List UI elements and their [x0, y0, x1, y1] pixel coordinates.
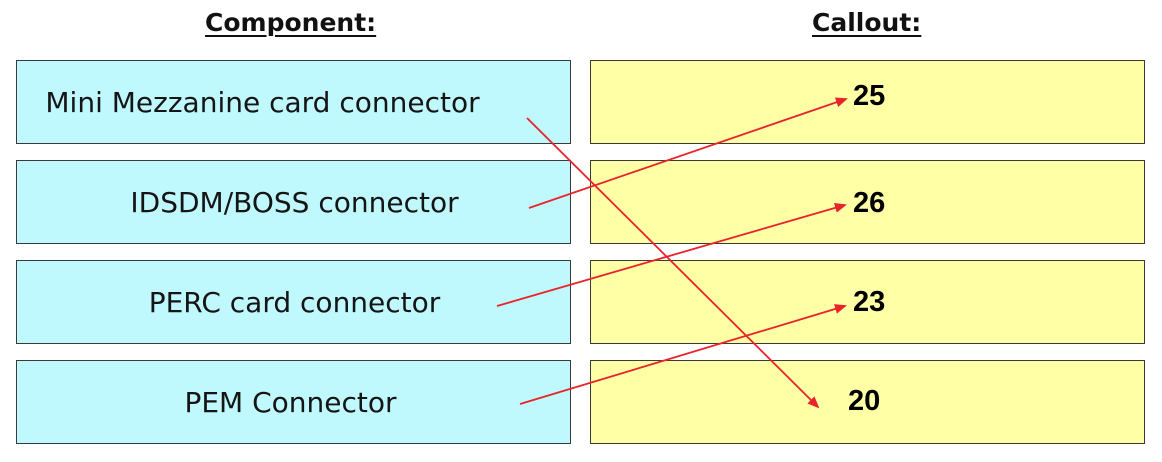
callout-header: Callout: [812, 8, 922, 37]
component-label: Mini Mezzanine card connector [45, 85, 480, 119]
arrow-perc-to-26 [496, 202, 847, 307]
component-box-pem: PEM Connector [16, 360, 571, 444]
callout-box-4 [590, 360, 1145, 444]
callout-box-2 [590, 160, 1145, 244]
component-label: PERC card connector [148, 285, 441, 319]
component-header: Component: [205, 8, 377, 37]
arrow-mini-mezzanine-to-20 [526, 117, 820, 409]
callout-number-26: 26 [853, 187, 886, 219]
component-label: IDSDM/BOSS connector [130, 185, 459, 219]
callout-number-20: 20 [848, 385, 881, 417]
arrow-idsdm-boss-to-25 [528, 97, 848, 209]
component-box-idsdm-boss: IDSDM/BOSS connector [16, 160, 571, 244]
component-box-mini-mezzanine: Mini Mezzanine card connector [16, 60, 571, 144]
callout-box-1 [590, 60, 1145, 144]
callout-number-25: 25 [853, 80, 886, 112]
callout-number-23: 23 [853, 286, 886, 318]
component-label: PEM Connector [184, 385, 397, 419]
arrow-pem-to-23 [519, 304, 847, 405]
callout-box-3 [590, 260, 1145, 344]
component-box-perc: PERC card connector [16, 260, 571, 344]
